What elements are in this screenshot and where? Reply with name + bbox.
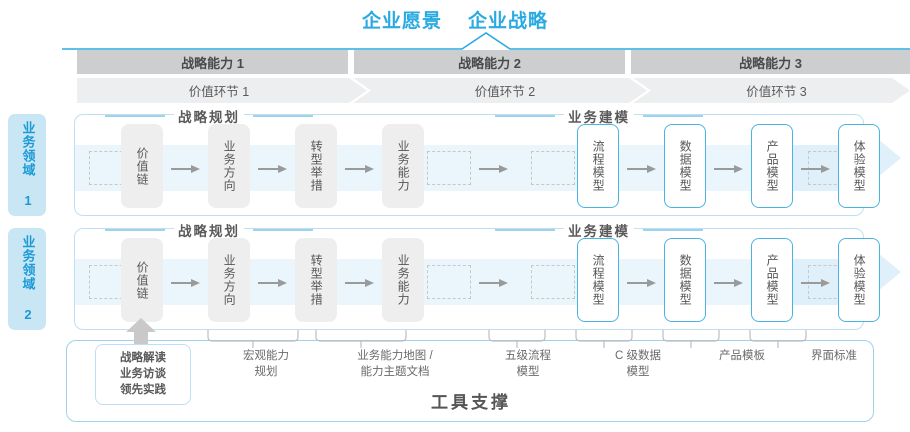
tool-label-ui-standard: 界面标准 [811, 350, 857, 362]
row-1-section-planning: 战略规划 [105, 106, 313, 126]
domain-row-1: 战略规划 业务建模 价值链 业务方向 转型举措 业务 [74, 106, 901, 216]
section-title-modeling-1: 业务建模 [564, 106, 634, 126]
node-transformation-measures[interactable]: 转型举措 [295, 124, 337, 208]
node-value-chain[interactable]: 价值链 [121, 124, 163, 208]
node-label: 体验模型 [852, 254, 867, 306]
node-business-direction[interactable]: 业务方向 [208, 124, 250, 208]
value-chain-row: 价值环节 1 价值环节 2 价值环节 3 [77, 78, 910, 103]
flow-arrow [345, 279, 375, 287]
section-title-planning-2: 战略规划 [174, 220, 244, 240]
placeholder-box [427, 151, 471, 185]
rule-left [105, 229, 165, 231]
flow-arrow [171, 165, 201, 173]
capability-cell-3: 战略能力 3 [631, 50, 910, 74]
sidebar-domain-1: 业务领域 1 [8, 114, 46, 216]
node-experience-model[interactable]: 体验模型 [838, 238, 880, 322]
node-label: 产品模型 [765, 254, 780, 306]
node-value-chain[interactable]: 价值链 [121, 238, 163, 322]
capability-cell-2: 战略能力 2 [354, 50, 625, 74]
node-label: 业务能力 [396, 140, 411, 192]
node-label: 流程模型 [591, 254, 606, 306]
node-process-model[interactable]: 流程模型 [577, 238, 619, 322]
placeholder-box [531, 151, 575, 185]
flow-arrow [258, 279, 288, 287]
capability-label-2: 战略能力 2 [458, 55, 521, 71]
row-1-section-modeling: 业务建模 [495, 106, 703, 126]
title-vision: 企业愿景 [361, 10, 442, 32]
node-label: 体验模型 [852, 140, 867, 192]
flow-arrow [801, 279, 831, 287]
node-label: 数据模型 [678, 254, 693, 306]
section-title-planning-1: 战略规划 [174, 106, 244, 126]
node-transformation-measures[interactable]: 转型举措 [295, 238, 337, 322]
row-2-section-planning: 战略规划 [105, 220, 313, 240]
flow-arrow [627, 279, 657, 287]
node-business-direction[interactable]: 业务方向 [208, 238, 250, 322]
rule-right [253, 115, 313, 117]
node-label: 数据模型 [678, 140, 693, 192]
node-data-model[interactable]: 数据模型 [664, 124, 706, 208]
node-label: 价值链 [135, 146, 150, 186]
rule-left [105, 115, 165, 117]
rule-right [253, 229, 313, 231]
node-label: 产品模型 [765, 140, 780, 192]
node-label: 业务能力 [396, 254, 411, 306]
diagram-title: 企业愿景 企业战略 [0, 4, 910, 34]
node-label: 流程模型 [591, 140, 606, 192]
flow-arrow [801, 165, 831, 173]
value-chain-cell-1: 价值环节 1 [77, 78, 367, 103]
node-process-model[interactable]: 流程模型 [577, 124, 619, 208]
sidebar-domain-2: 业务领域 2 [8, 228, 46, 330]
capability-label-1: 战略能力 1 [181, 55, 244, 71]
value-chain-label-2: 价值环节 2 [474, 85, 536, 99]
rule-left [495, 229, 555, 231]
node-data-model[interactable]: 数据模型 [664, 238, 706, 322]
tool-support-panel: 战略解读 业务访谈 领先实践 宏观能力 规划 业务能力地图 / 能力主题文档 五… [66, 340, 874, 422]
node-business-capability[interactable]: 业务能力 [382, 238, 424, 322]
node-label: 业务方向 [222, 140, 237, 192]
section-title-modeling-2: 业务建模 [564, 220, 634, 240]
placeholder-box [531, 265, 575, 299]
rule-left [495, 115, 555, 117]
value-chain-label-1: 价值环节 1 [188, 85, 250, 99]
row-2-section-modeling: 业务建模 [495, 220, 703, 240]
flow-arrow [479, 279, 509, 287]
node-product-model[interactable]: 产品模型 [751, 124, 793, 208]
placeholder-box [427, 265, 471, 299]
node-label: 转型举措 [309, 140, 324, 192]
peak-divider-line [62, 32, 910, 50]
node-label: 业务方向 [222, 254, 237, 306]
tool-label-capability-map: 业务能力地图 / 能力主题文档 [357, 350, 433, 378]
rule-right [643, 229, 703, 231]
value-chain-cell-2: 价值环节 2 [353, 78, 647, 103]
tool-support-title: 工具支撑 [431, 393, 511, 412]
flow-arrow [171, 279, 201, 287]
node-product-model[interactable]: 产品模型 [751, 238, 793, 322]
value-chain-cell-3: 价值环节 3 [633, 78, 910, 103]
tool-label-macro-capability: 宏观能力 规划 [243, 350, 289, 378]
flow-arrow [627, 165, 657, 173]
capability-label-3: 战略能力 3 [739, 55, 802, 71]
flow-arrow [345, 165, 375, 173]
flow-arrow [714, 279, 744, 287]
tool-label-five-level-process: 五级流程 模型 [505, 350, 551, 378]
tool-label-strategy-interpretation: 战略解读 业务访谈 领先实践 [95, 344, 191, 406]
rule-right [643, 115, 703, 117]
node-label: 价值链 [135, 260, 150, 300]
node-business-capability[interactable]: 业务能力 [382, 124, 424, 208]
domain-label-1: 业务领域 1 [20, 121, 36, 209]
title-strategy: 企业战略 [468, 10, 549, 32]
tool-label-product-template: 产品模板 [719, 350, 765, 362]
value-chain-label-3: 价值环节 3 [746, 85, 807, 99]
flow-arrow [714, 165, 744, 173]
capability-header-row: 战略能力 1 战略能力 2 战略能力 3 [77, 50, 910, 74]
flow-arrow [479, 165, 509, 173]
capability-cell-1: 战略能力 1 [77, 50, 348, 74]
node-experience-model[interactable]: 体验模型 [838, 124, 880, 208]
domain-row-2: 战略规划 业务建模 价值链 业务方向 转型举措 业务 [74, 220, 901, 330]
node-label: 转型举措 [309, 254, 324, 306]
flow-arrow [258, 165, 288, 173]
domain-label-2: 业务领域 2 [20, 235, 36, 323]
tool-label-c-level-data: C 级数据 模型 [615, 350, 661, 378]
